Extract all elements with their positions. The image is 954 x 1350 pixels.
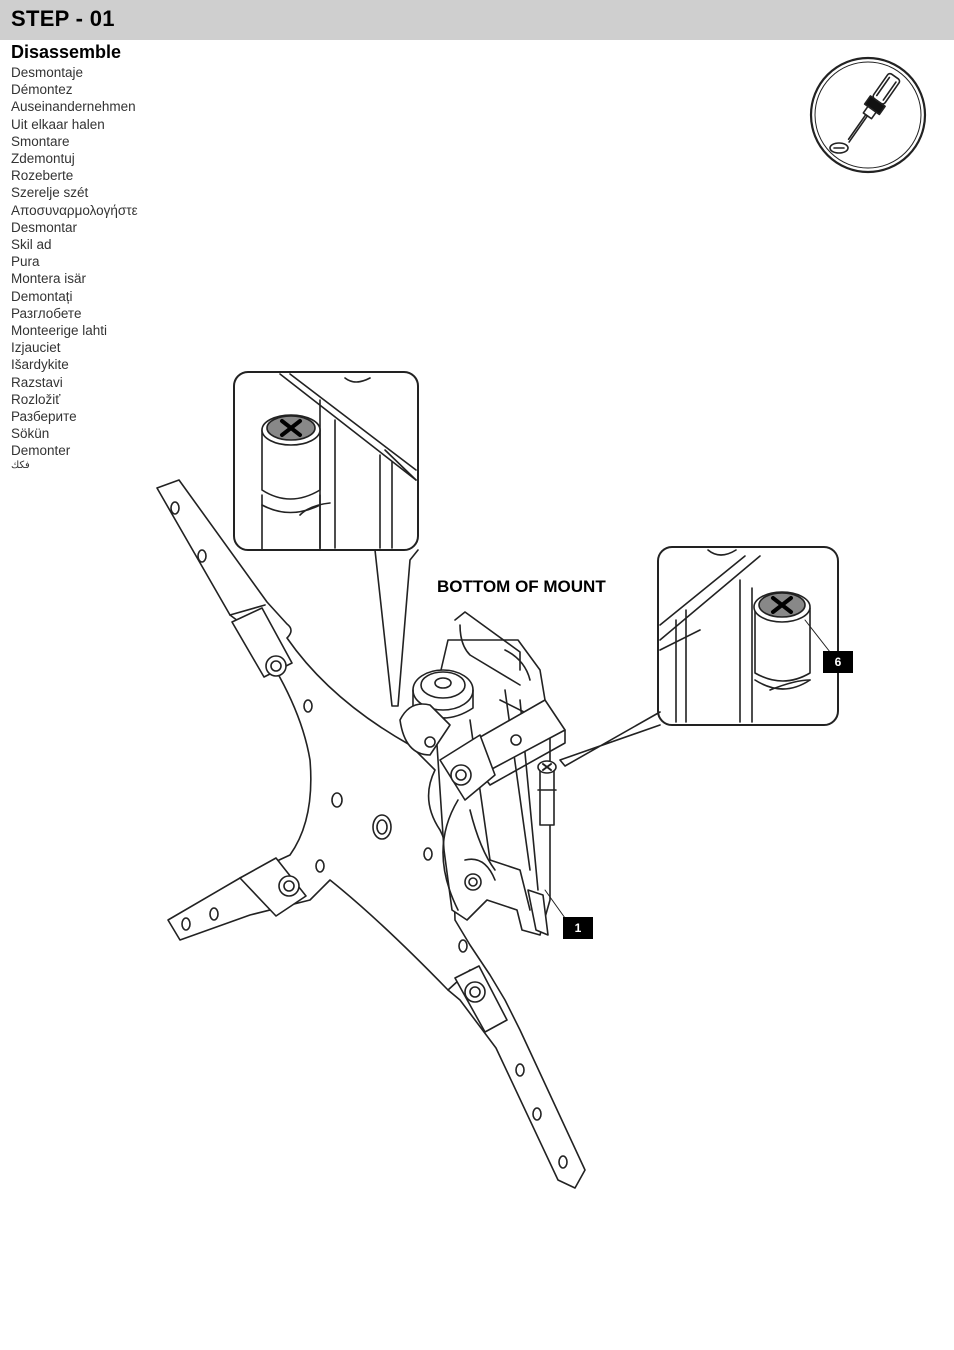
translation-item: Rozeberte — [11, 168, 74, 184]
translation-item: Sökün — [11, 426, 50, 442]
translation-item: Montera isär — [11, 271, 87, 287]
translation-item: Skil ad — [11, 237, 52, 253]
step-subtitle: Disassemble — [11, 42, 122, 62]
diagram-caption: BOTTOM OF MOUNT — [437, 577, 606, 596]
step-title: STEP - 01 — [11, 6, 115, 31]
step-header-bar: STEP - 01 — [0, 0, 954, 40]
translation-item: Izjauciet — [11, 340, 61, 356]
translation-item: Smontare — [11, 133, 70, 149]
translation-item: Demonter — [11, 443, 71, 459]
detail-inset-right — [657, 546, 839, 726]
translation-list: Desmontaje Démontez Auseinandernehmen Ui… — [11, 64, 138, 472]
detail-inset-top — [233, 371, 419, 551]
screwdriver-icon — [809, 56, 927, 174]
translation-item: Desmontar — [11, 219, 78, 235]
translation-item: Разберите — [11, 409, 77, 425]
translation-item: Démontez — [11, 82, 73, 98]
translation-item: Αποσυναρμολογήστε — [11, 202, 138, 218]
translation-item: Monteerige lahti — [11, 323, 108, 339]
callout-label: 1 — [563, 917, 593, 939]
callout-label: 6 — [823, 651, 853, 673]
translation-item: Razstavi — [11, 374, 63, 390]
translation-item: فكك — [11, 459, 30, 471]
mount-plate — [156, 479, 586, 1189]
translation-item: Zdemontuj — [11, 151, 75, 167]
translation-item: Uit elkaar halen — [11, 116, 105, 132]
translation-item: Pura — [11, 254, 40, 270]
translation-item: Išardykite — [11, 357, 69, 373]
translation-item: Desmontaje — [11, 65, 84, 80]
translation-item: Разглобете — [11, 305, 82, 321]
translation-item: Demontați — [11, 288, 73, 304]
pivot-assembly — [399, 611, 566, 936]
translation-item: Szerelje szét — [11, 185, 89, 201]
translation-item: Rozložiť — [11, 391, 61, 407]
translation-item: Auseinandernehmen — [11, 99, 136, 115]
